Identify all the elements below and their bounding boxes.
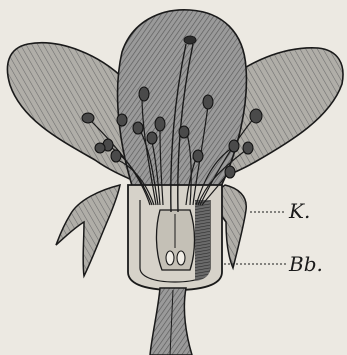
label-k: K.	[288, 199, 310, 223]
cup-shaded-wall	[195, 200, 210, 281]
label-bb: Bb.	[288, 252, 323, 276]
ovule-left	[166, 251, 174, 265]
stigma	[184, 36, 196, 44]
ovule-right	[177, 251, 185, 265]
